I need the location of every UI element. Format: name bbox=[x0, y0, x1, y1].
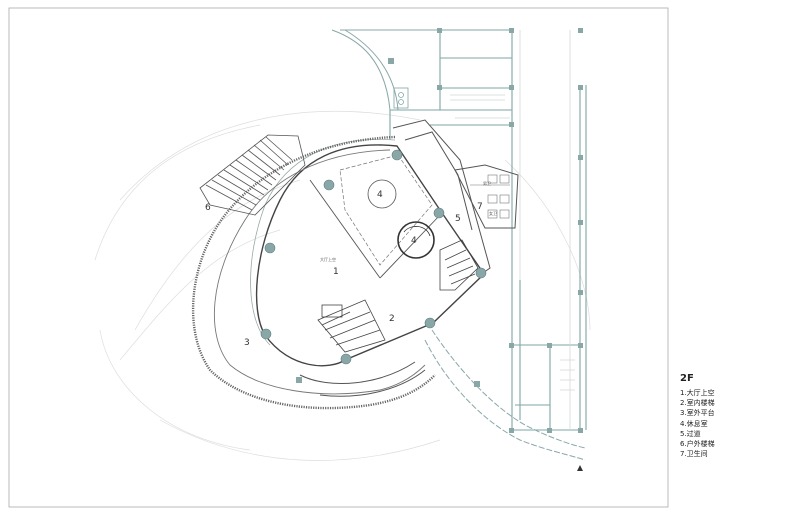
legend-item: 7.卫生间 bbox=[680, 450, 708, 459]
small-furniture bbox=[393, 87, 409, 109]
north-arrow bbox=[577, 465, 583, 471]
corridor-stair bbox=[439, 239, 479, 291]
room-number-2: 2 bbox=[389, 314, 395, 324]
legend-list: 1.大厅上空 2.室内楼梯 3.室外平台 4.休息室 5.过道 6.户外楼梯 7… bbox=[680, 388, 780, 459]
round-columns bbox=[260, 149, 487, 365]
lounge-dashed bbox=[339, 154, 433, 266]
legend-item: 6.户外楼梯 bbox=[680, 440, 715, 449]
lounge-table-b-inner bbox=[403, 226, 431, 237]
floor-label: 2F bbox=[680, 373, 694, 384]
void-lines bbox=[309, 179, 441, 279]
legend-item: 2.室内楼梯 bbox=[680, 399, 715, 408]
legend-item: 3.室外平台 bbox=[680, 409, 715, 418]
north-path bbox=[331, 29, 440, 111]
legend-item: 4.休息室 bbox=[680, 419, 708, 428]
room-number-7: 7 bbox=[477, 202, 483, 212]
outer-balcony-rail bbox=[191, 135, 436, 410]
terrace-curve-lower bbox=[299, 361, 416, 384]
south-path bbox=[424, 329, 586, 461]
legend: 2F 1.大厅上空 2.室内楼梯 3.室外平台 4.休息室 5.过道 6.户外楼… bbox=[680, 373, 780, 459]
east-building-light-lines bbox=[450, 30, 575, 430]
corridor-block bbox=[392, 119, 519, 276]
outer-terrace-edge bbox=[214, 149, 426, 395]
legend-item: 5.过道 bbox=[680, 429, 701, 438]
east-columns bbox=[296, 28, 583, 433]
hall-walls bbox=[250, 138, 485, 367]
terrace-curve-lower2 bbox=[319, 369, 426, 397]
toilet-fixtures bbox=[470, 174, 510, 219]
room-number-1: 1 bbox=[333, 267, 339, 277]
room-number-4b: 4 bbox=[411, 236, 417, 246]
legend-item: 1.大厅上空 bbox=[680, 389, 715, 397]
sheet-border bbox=[8, 7, 669, 508]
room-number-3: 3 bbox=[244, 338, 250, 348]
hall-small-label: 大厅上空 bbox=[320, 256, 336, 262]
room-number-6: 6 bbox=[205, 203, 211, 213]
toilet-small-label-men: 男卫 bbox=[483, 181, 491, 186]
east-building bbox=[389, 29, 587, 431]
lounge-table-b bbox=[397, 221, 435, 259]
site-curves bbox=[94, 111, 591, 461]
indoor-stair bbox=[317, 299, 386, 353]
outdoor-stair bbox=[199, 134, 306, 216]
toilet-small-label-women: 女卫 bbox=[489, 210, 497, 216]
lounge-table-a bbox=[367, 179, 397, 209]
room-number-5: 5 bbox=[455, 214, 461, 224]
room-number-4a: 4 bbox=[377, 190, 383, 200]
